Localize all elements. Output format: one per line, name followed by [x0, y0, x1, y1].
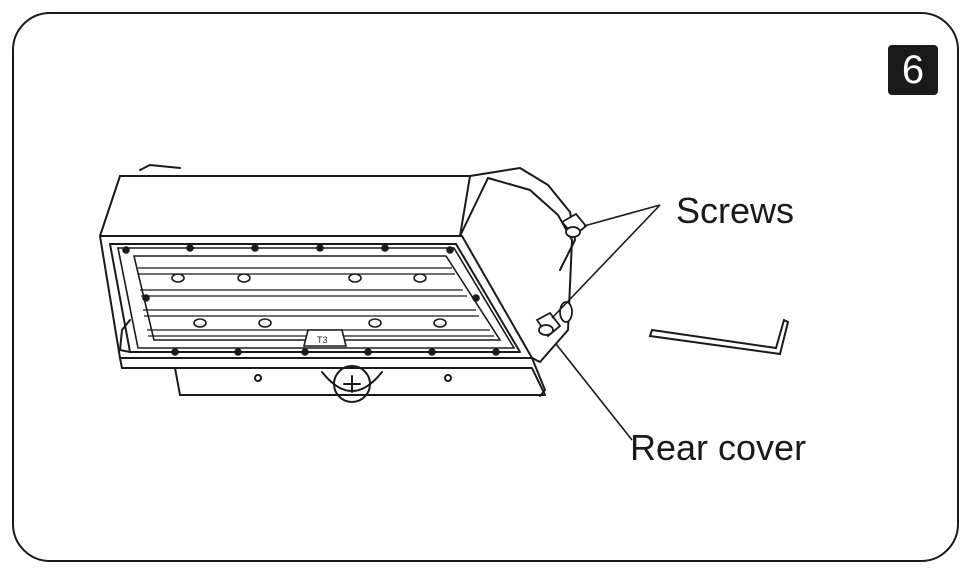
housing-top-face — [99, 175, 489, 237]
hex-key-icon — [648, 318, 790, 356]
housing-bottom — [119, 357, 546, 396]
diagram-frame — [12, 12, 959, 562]
step-number-badge: 6 — [888, 45, 938, 95]
callout-leaders — [551, 204, 661, 441]
rear-cover-screws — [535, 212, 588, 338]
panel-tag: T3 — [317, 335, 328, 345]
rear-cover-label: Rear cover — [630, 427, 807, 468]
screws-label: Screws — [676, 190, 795, 231]
led-panel — [117, 244, 516, 356]
